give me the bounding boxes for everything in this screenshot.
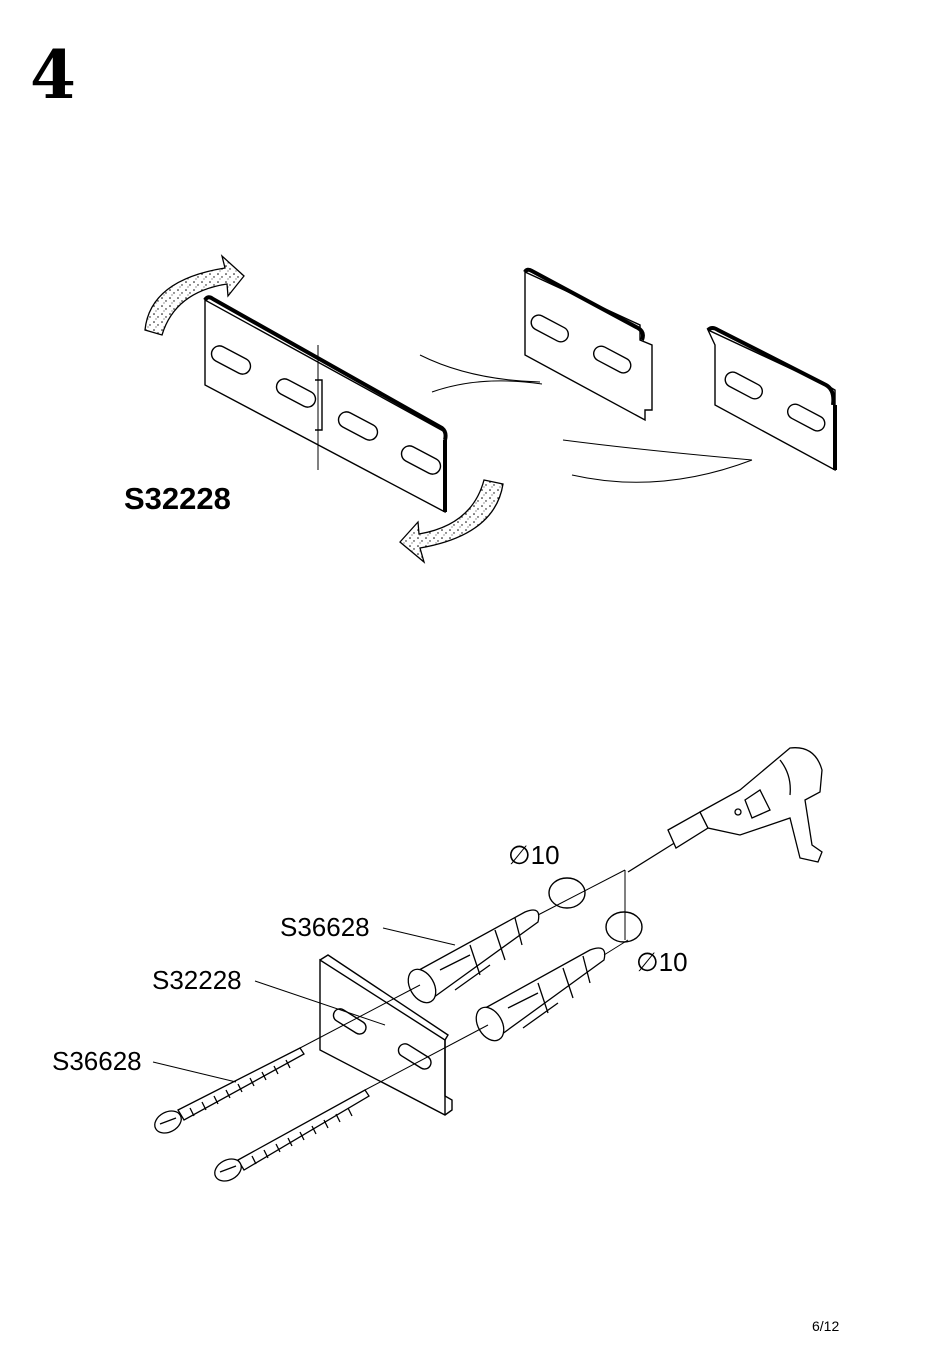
diameter-symbol: ∅ <box>508 840 531 870</box>
drill-hole-bottom <box>606 912 642 942</box>
diameter-value: 10 <box>659 947 688 977</box>
bracket-half-left <box>525 270 652 420</box>
part-label-screw: S36628 <box>52 1048 142 1074</box>
part-label-top-bracket: S32228 <box>124 483 231 514</box>
wall-screw <box>151 1048 304 1137</box>
electric-drill <box>628 748 822 872</box>
bracket-half-right <box>708 328 835 470</box>
long-bracket <box>205 297 446 512</box>
wall-dowel <box>471 948 605 1046</box>
diameter-value: 10 <box>531 840 560 870</box>
wall-screw <box>211 1090 369 1185</box>
part-label-dowel: S36628 <box>280 914 370 940</box>
drill-diameter-label: ∅10 <box>508 842 560 868</box>
drill-diameter-label: ∅10 <box>636 949 688 975</box>
diameter-symbol: ∅ <box>636 947 659 977</box>
page-number: 6/12 <box>812 1318 839 1334</box>
part-label-bracket: S32228 <box>152 967 242 993</box>
